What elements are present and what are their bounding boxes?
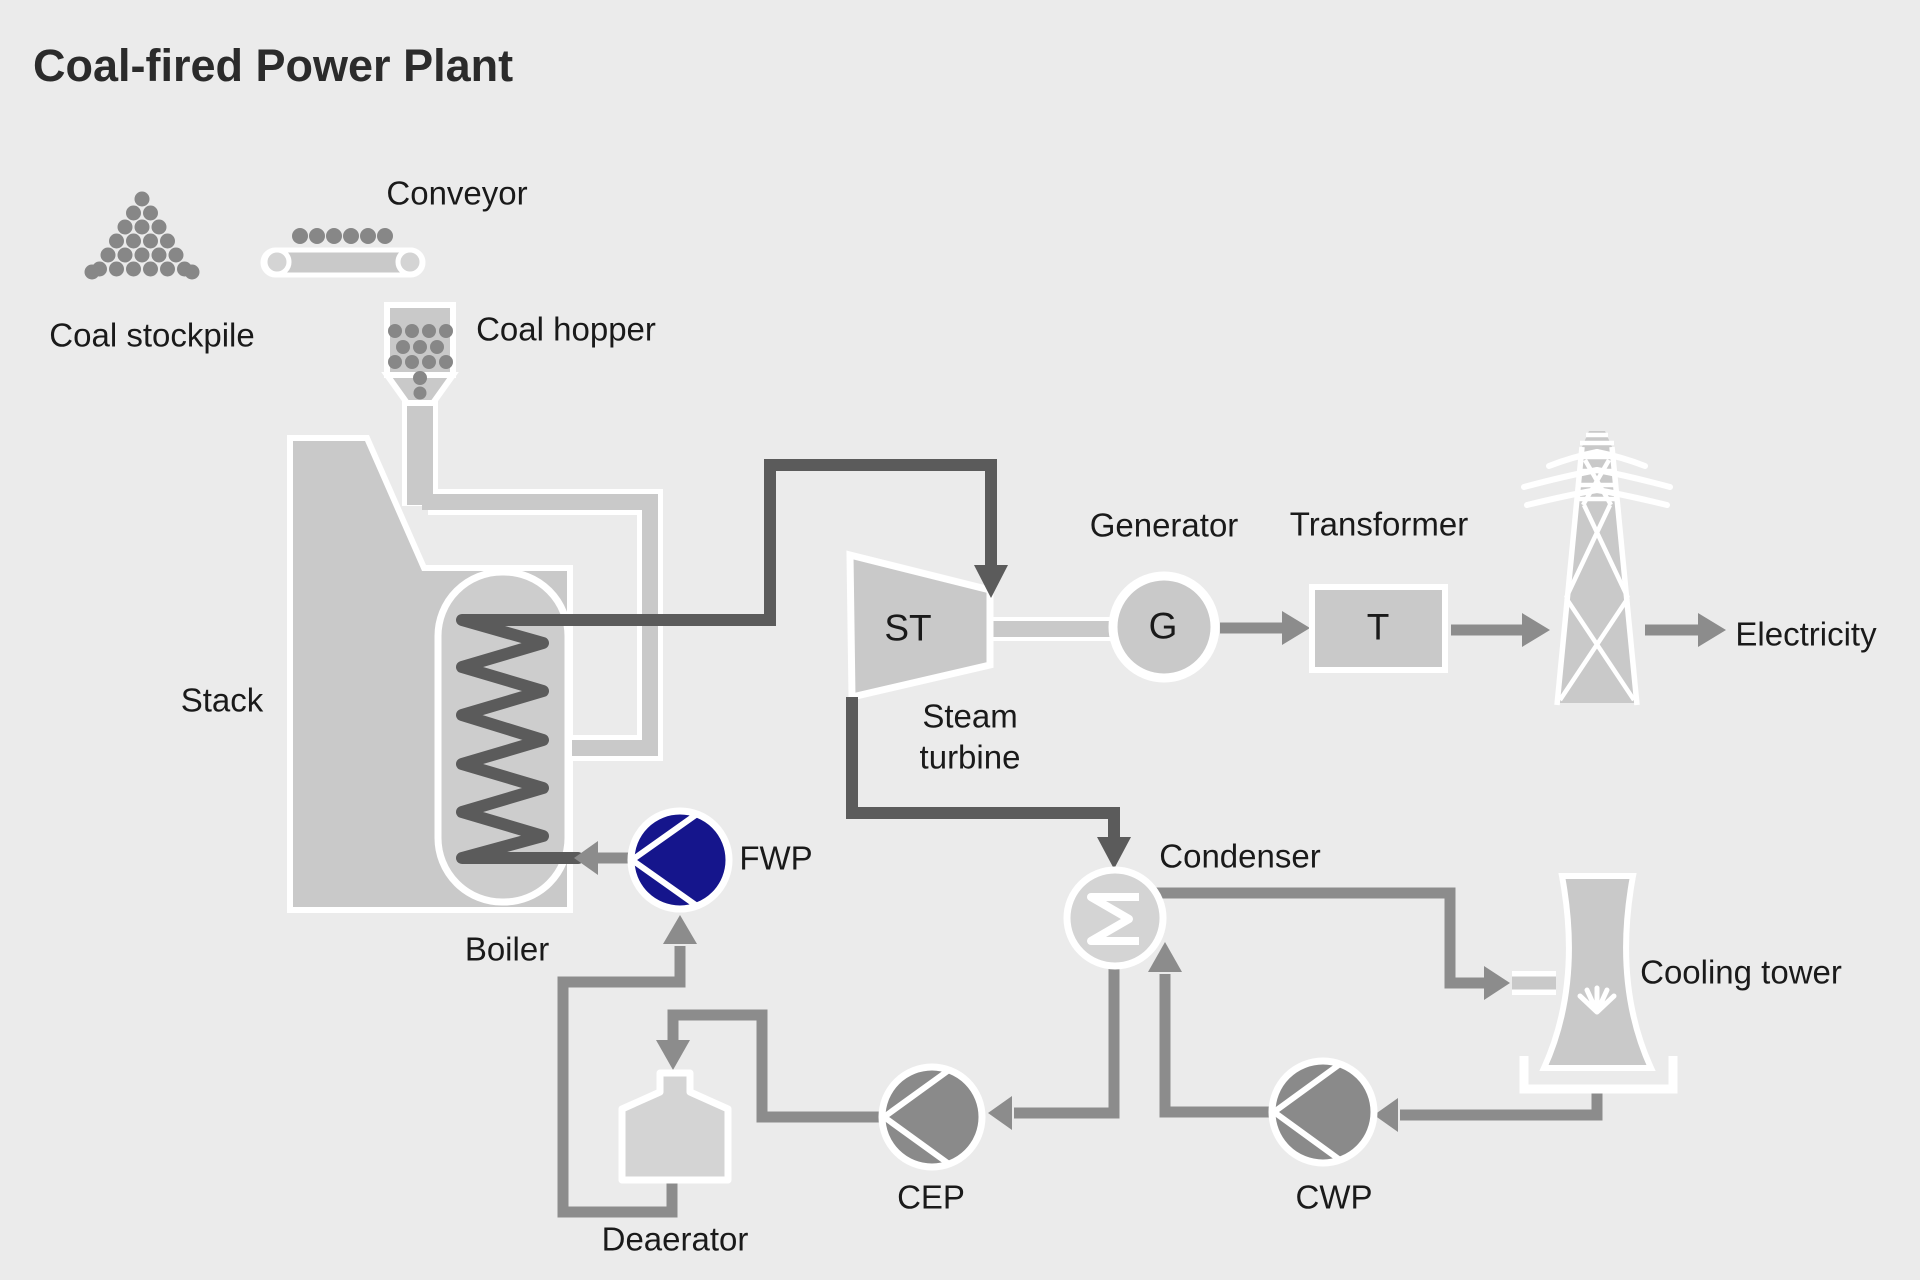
arrow-generator-to-transformer xyxy=(1220,611,1310,645)
pipe-condenser-to-cooling-tower xyxy=(1150,887,1556,1000)
pipe-cwp-to-condenser xyxy=(1148,942,1276,1118)
boiler-coil xyxy=(456,614,584,864)
generator-icon xyxy=(1108,571,1220,683)
arrow-tower-to-electricity xyxy=(1645,613,1726,647)
cwp-pump-icon xyxy=(1268,1057,1378,1167)
label-cep: CEP xyxy=(897,1178,965,1216)
label-conveyor: Conveyor xyxy=(386,174,528,212)
boiler-icon xyxy=(434,568,584,906)
generator-symbol-text: G xyxy=(1148,605,1178,647)
heat-exchanger-glyph xyxy=(1087,893,1139,945)
cooling-tower-icon xyxy=(1519,873,1678,1094)
label-steam-turbine-line1: Steam xyxy=(922,697,1018,735)
coal-hopper-icon xyxy=(381,302,459,406)
pipe-fwp-to-boiler xyxy=(574,841,634,875)
conveyor-icon xyxy=(260,228,426,278)
label-generator: Generator xyxy=(1089,506,1239,544)
cep-pump-icon xyxy=(878,1063,986,1171)
transmission-tower-icon xyxy=(1521,431,1673,706)
fwp-pump-icon xyxy=(627,807,733,913)
steam-turbine-icon xyxy=(846,550,994,702)
label-coal-stockpile: Coal stockpile xyxy=(49,316,255,354)
pipe-deaerator-to-fwp xyxy=(557,915,697,1218)
transformer-icon xyxy=(1309,584,1448,673)
label-stack: Stack xyxy=(180,681,264,719)
page-title: Coal-fired Power Plant xyxy=(33,40,514,91)
label-cwp: CWP xyxy=(1295,1178,1373,1216)
pipe-condenser-to-cep xyxy=(988,960,1120,1130)
deaerator-icon xyxy=(618,1069,732,1184)
pipe-turbine-to-condenser xyxy=(846,697,1131,869)
turbine-shaft xyxy=(984,617,1120,641)
pipe-boiler-to-turbine xyxy=(462,459,1008,626)
label-boiler: Boiler xyxy=(464,930,550,968)
condenser-icon xyxy=(1063,866,1167,970)
pipe-cep-to-deaerator xyxy=(656,1009,886,1123)
label-steam-turbine-line2: turbine xyxy=(919,738,1021,776)
label-coal-hopper: Coal hopper xyxy=(476,310,656,348)
label-cooling-tower: Cooling tower xyxy=(1640,953,1842,991)
label-transformer: Transformer xyxy=(1289,505,1469,543)
cooling-tower-basin xyxy=(1519,1056,1678,1094)
water-spray-glyph xyxy=(1577,985,1617,1015)
label-deaerator: Deaerator xyxy=(601,1220,749,1258)
arrow-transformer-to-tower xyxy=(1451,613,1550,647)
label-condenser: Condenser xyxy=(1159,837,1321,875)
transformer-symbol-text: T xyxy=(1366,606,1390,648)
pipe-cooling-tower-to-cwp xyxy=(1374,1090,1603,1132)
label-electricity: Electricity xyxy=(1735,615,1877,653)
steam-turbine-symbol-text: ST xyxy=(884,607,932,649)
label-fwp: FWP xyxy=(739,839,813,877)
coal-stockpile-icon xyxy=(84,191,200,280)
